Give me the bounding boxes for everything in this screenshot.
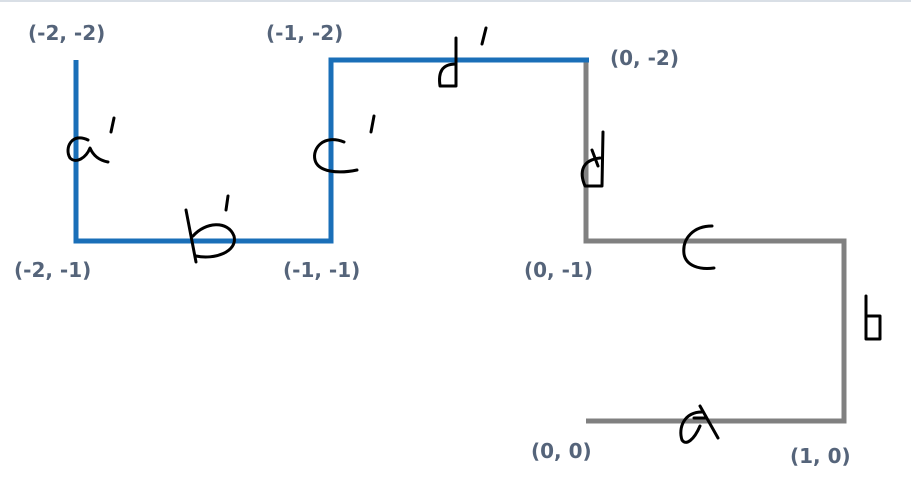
coord-label-blue-bottom-left: (-2, -1)	[14, 258, 92, 282]
coord-label-blue-end: (0, -2)	[610, 46, 679, 70]
handwritten-d-prime	[438, 26, 488, 88]
coord-label-gray-origin: (0, 0)	[531, 439, 592, 463]
handwritten-a	[679, 404, 720, 444]
coord-label-gray-end: (1, 0)	[790, 444, 851, 468]
handwritten-b	[864, 294, 882, 341]
handwritten-b-prime	[184, 194, 236, 264]
handwritten-c-prime	[313, 114, 376, 174]
handwritten-d	[580, 130, 605, 188]
rotated-path	[73, 57, 589, 244]
handwritten-c	[682, 224, 716, 270]
handwritten-a-prime	[66, 116, 116, 164]
coord-label-blue-start: (-2, -2)	[28, 21, 106, 45]
coord-label-gray-corner: (0, -1)	[524, 258, 593, 282]
coord-label-blue-corner: (-1, -2)	[266, 21, 344, 45]
coord-label-blue-bottom-right: (-1, -1)	[283, 258, 361, 282]
top-divider	[0, 0, 911, 2]
original-path	[583, 60, 847, 424]
